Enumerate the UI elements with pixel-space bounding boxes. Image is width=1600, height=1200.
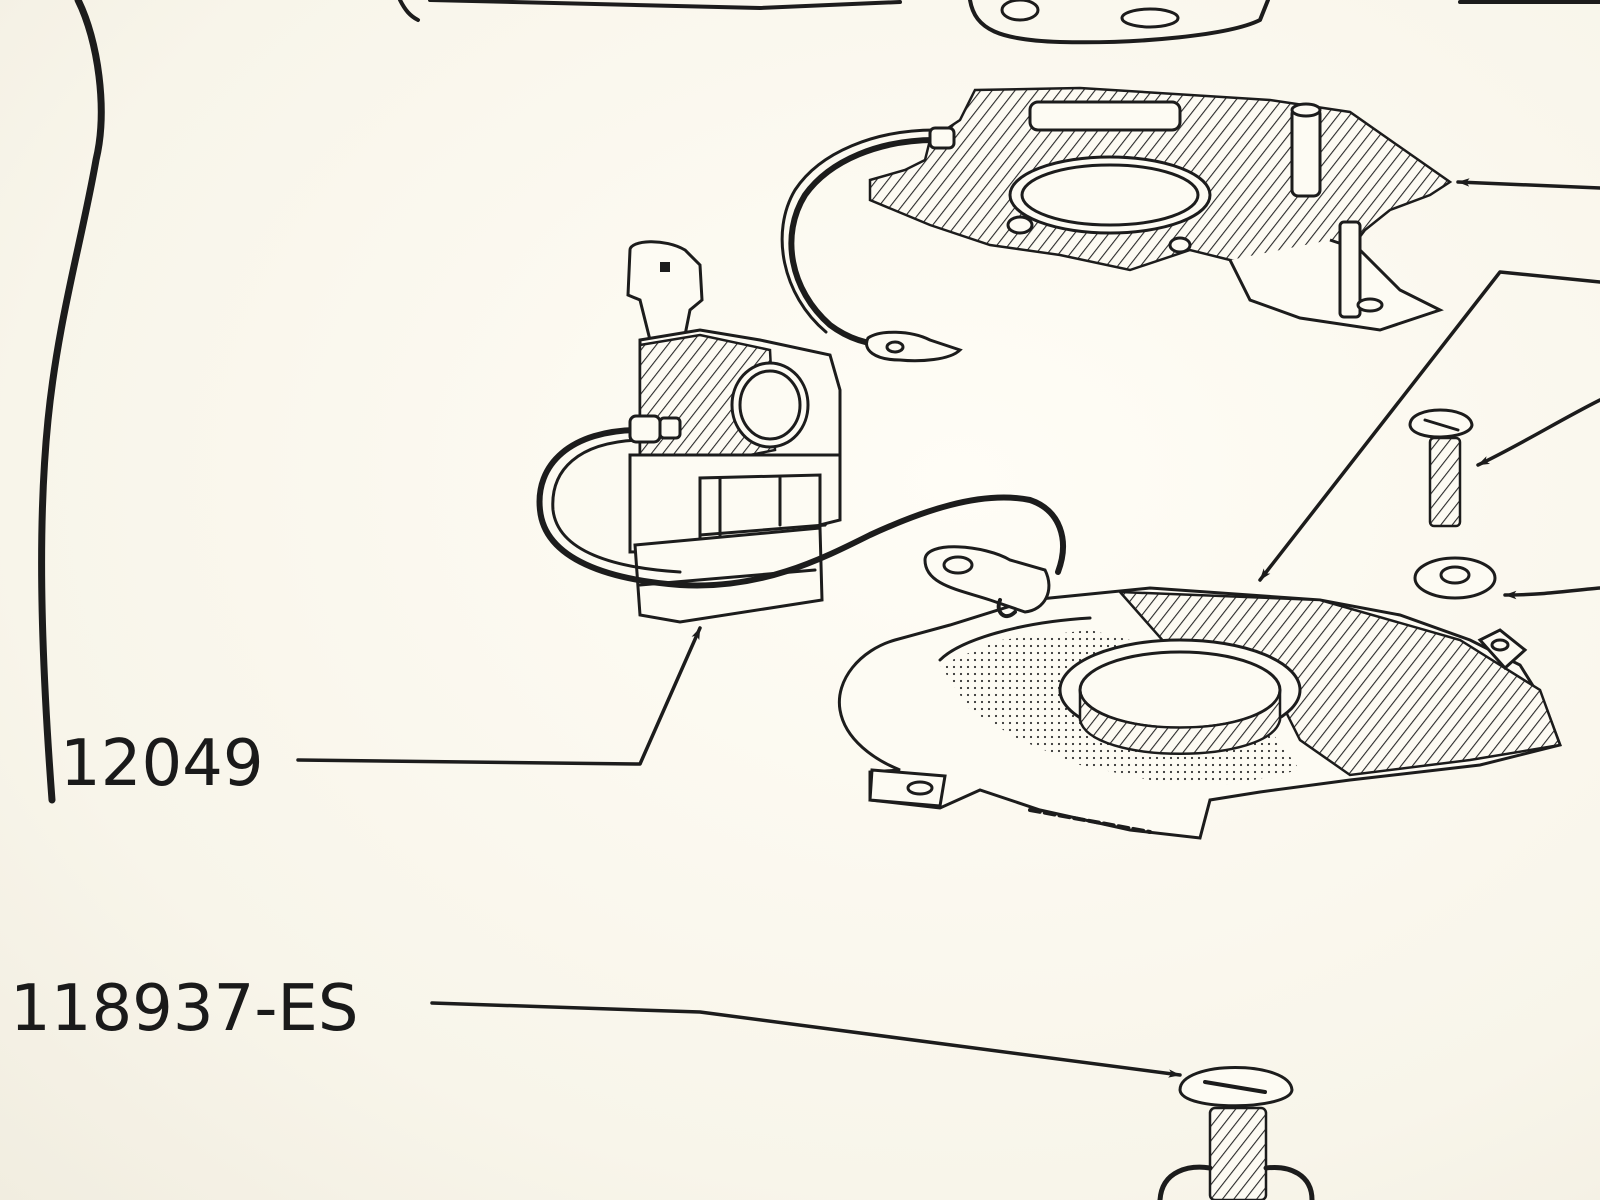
screw — [1408, 408, 1474, 528]
top-part-fragment — [398, 0, 1600, 45]
callout-118937-es: 118937-ES — [10, 972, 358, 1046]
left-bracket-curve — [38, 0, 105, 804]
upper-mounting-plate — [780, 86, 1453, 363]
bottom-bolt — [1157, 1066, 1315, 1200]
callout-12049: 12049 — [60, 727, 264, 801]
lower-base-plate — [837, 586, 1562, 840]
leader-lower-plate — [1258, 270, 1600, 582]
leader-118937 — [430, 1001, 1182, 1078]
washer — [1413, 556, 1497, 600]
leader-12049 — [296, 626, 702, 766]
leader-washer — [1503, 586, 1600, 600]
leader-screw — [1476, 398, 1600, 467]
condenser-assembly — [536, 240, 1066, 624]
leader-upper-plate — [1456, 178, 1600, 190]
